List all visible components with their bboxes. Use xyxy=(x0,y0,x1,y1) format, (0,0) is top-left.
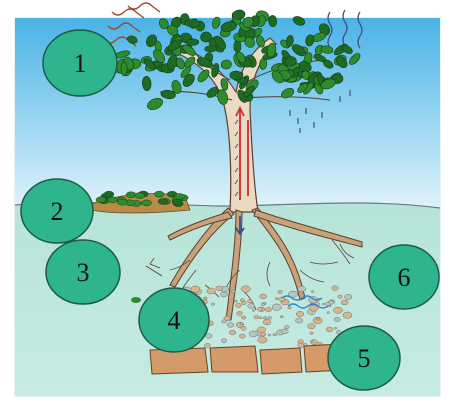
gravel-particle xyxy=(224,316,230,321)
canopy-leaf xyxy=(186,39,199,46)
litter-leaf xyxy=(158,198,168,204)
marker-4-label: 4 xyxy=(168,306,181,335)
gravel-particle xyxy=(343,312,352,318)
gravel-particle xyxy=(275,298,278,300)
gravel-particle xyxy=(205,343,211,347)
marker-3-label: 3 xyxy=(77,258,90,287)
gravel-particle xyxy=(231,290,235,293)
gravel-particle xyxy=(345,294,352,299)
gravel-particle xyxy=(263,317,266,319)
gravel-particle xyxy=(239,334,245,338)
gravel-particle xyxy=(248,299,253,302)
gravel-particle xyxy=(249,331,257,337)
marker-1: 1 xyxy=(43,30,117,96)
gravel-particle xyxy=(268,317,272,320)
small-leaf xyxy=(131,297,141,303)
gravel-particle xyxy=(191,286,200,293)
gravel-particle xyxy=(334,307,343,313)
gravel-particle xyxy=(311,291,314,293)
litter-leaf xyxy=(154,191,164,197)
marker-5: 5 xyxy=(328,326,400,390)
gravel-particle xyxy=(284,325,289,328)
gravel-particle xyxy=(236,303,242,307)
gravel-particle xyxy=(234,300,237,302)
gravel-particle xyxy=(327,312,330,314)
marker-2: 2 xyxy=(21,179,93,243)
gravel-particle xyxy=(298,343,304,347)
gravel-particle xyxy=(265,308,271,312)
gravel-particle xyxy=(242,316,246,319)
gravel-particle xyxy=(241,327,246,331)
gravel-particle xyxy=(273,334,276,336)
canopy-leaf xyxy=(121,62,127,76)
gravel-particle xyxy=(298,286,306,292)
gravel-particle xyxy=(281,329,288,334)
gravel-particle xyxy=(296,311,304,316)
gravel-particle xyxy=(263,319,271,324)
marker-5-label: 5 xyxy=(358,344,371,373)
litter-leaf xyxy=(135,193,145,199)
gravel-particle xyxy=(311,340,314,342)
gravel-particle xyxy=(257,307,262,311)
gravel-particle xyxy=(216,286,223,291)
gravel-particle xyxy=(334,317,340,321)
litter-leaf xyxy=(142,200,152,206)
gravel-particle xyxy=(261,332,266,336)
gravel-particle xyxy=(272,304,281,311)
gravel-particle xyxy=(240,323,243,325)
litter-leaf xyxy=(108,197,118,203)
marker-3: 3 xyxy=(46,240,120,304)
gravel-particle xyxy=(258,327,266,333)
gravel-particle xyxy=(248,304,255,309)
marker-6: 6 xyxy=(369,245,439,309)
litter-leaf xyxy=(96,197,106,203)
gravel-particle xyxy=(254,316,259,319)
gravel-particle xyxy=(334,327,337,329)
marker-6-label: 6 xyxy=(398,263,411,292)
gravel-particle xyxy=(310,332,313,334)
gravel-particle xyxy=(326,327,333,332)
gravel-particle xyxy=(220,292,227,297)
gravel-particle xyxy=(205,334,212,339)
gravel-particle xyxy=(326,302,331,306)
canopy-leaf xyxy=(269,15,277,27)
gravel-particle xyxy=(268,334,271,336)
gravel-particle xyxy=(227,323,234,328)
gravel-particle xyxy=(237,312,243,316)
litter-leaf xyxy=(117,199,127,205)
marker-2-label: 2 xyxy=(51,197,64,226)
gravel-particle xyxy=(241,286,250,293)
gravel-particle xyxy=(278,291,282,294)
litter-leaf xyxy=(104,191,114,197)
gravel-particle xyxy=(229,330,236,335)
leaf-litter-icon xyxy=(92,191,190,213)
gravel-particle xyxy=(288,307,292,309)
gravel-particle xyxy=(204,297,208,300)
gravel-particle xyxy=(316,318,319,320)
litter-leaf xyxy=(172,199,182,205)
litter-leaf xyxy=(175,194,185,200)
gravel-particle xyxy=(221,339,226,343)
gravel-particle xyxy=(259,317,262,319)
gravel-particle xyxy=(242,301,247,304)
gravel-particle xyxy=(341,300,348,305)
gravel-particle xyxy=(296,318,303,323)
gravel-particle xyxy=(332,286,338,291)
gravel-particle xyxy=(211,303,214,305)
gravel-particle xyxy=(308,324,316,329)
marker-4: 4 xyxy=(139,288,209,352)
marker-1-label: 1 xyxy=(74,49,87,78)
gravel-particle xyxy=(338,295,342,298)
gravel-particle xyxy=(260,294,267,299)
gravel-particle xyxy=(258,337,267,343)
gravel-particle xyxy=(322,303,325,305)
gravel-particle xyxy=(280,316,283,318)
gravel-particle xyxy=(252,310,254,312)
gravel-particle xyxy=(207,288,216,294)
gravel-particle xyxy=(261,303,264,305)
